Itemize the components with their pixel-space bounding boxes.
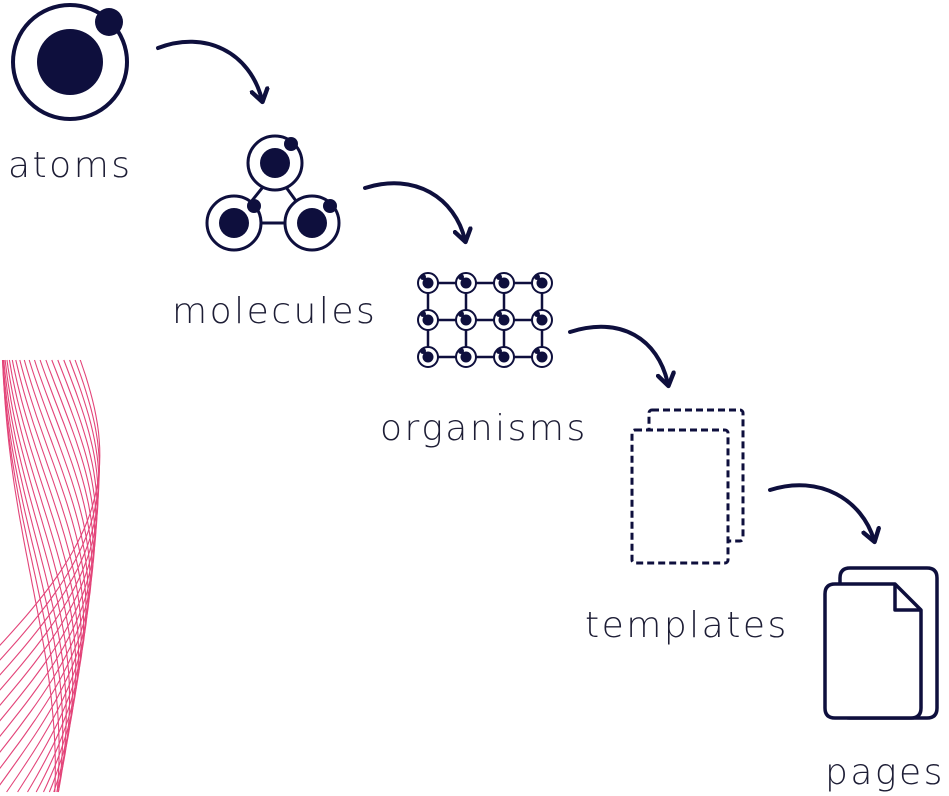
- wave-line: [0, 359, 97, 722]
- label-pages: pages: [825, 752, 945, 793]
- wave-line: [15, 359, 85, 793]
- grid-atom: [493, 272, 515, 294]
- wave-line: [0, 359, 100, 676]
- arrow-templates-to-pages: [768, 483, 874, 540]
- flow-arrows: [156, 39, 874, 540]
- grid-atom: [417, 309, 439, 331]
- wave-line: [17, 359, 87, 793]
- wave-line: [0, 359, 98, 707]
- arrow-atoms-to-molecules: [156, 39, 262, 100]
- label-atoms: atoms: [8, 145, 133, 186]
- grid-atom: [455, 346, 477, 368]
- wave-line: [2, 359, 67, 793]
- wave-line: [11, 359, 82, 793]
- wave-line: [0, 359, 99, 691]
- grid-atom: [531, 309, 553, 331]
- decorative-wave-lines: [0, 359, 101, 793]
- grid-atom: [455, 309, 477, 331]
- molecule-icon: [205, 134, 341, 252]
- arrow-molecules-to-organisms: [363, 181, 465, 240]
- label-molecules: molecules: [172, 291, 378, 332]
- arrow-organisms-to-templates: [568, 324, 668, 384]
- label-templates: templates: [585, 605, 789, 646]
- wave-line: [0, 359, 100, 661]
- grid-atom: [493, 346, 515, 368]
- grid-atom: [417, 346, 439, 368]
- wave-line: [0, 359, 96, 738]
- wave-line: [3, 359, 71, 793]
- organism-grid-icon: [417, 272, 553, 368]
- wave-line: [0, 359, 91, 786]
- wave-line: [8, 359, 80, 793]
- label-organisms: organisms: [380, 408, 588, 449]
- grid-atom: [455, 272, 477, 294]
- wave-line: [0, 359, 94, 753]
- wave-line: [6, 359, 77, 793]
- grid-atom: [417, 272, 439, 294]
- wave-line: [1, 359, 64, 793]
- grid-atom: [493, 309, 515, 331]
- documents-icon: [823, 566, 939, 720]
- atom-icon: [11, 3, 129, 121]
- wave-line: [1, 359, 60, 793]
- grid-atom: [531, 346, 553, 368]
- dashed-pages-icon: [630, 408, 745, 565]
- grid-atom: [531, 272, 553, 294]
- wave-line: [6, 359, 89, 793]
- wave-line: [2, 359, 56, 793]
- wave-line: [0, 359, 101, 646]
